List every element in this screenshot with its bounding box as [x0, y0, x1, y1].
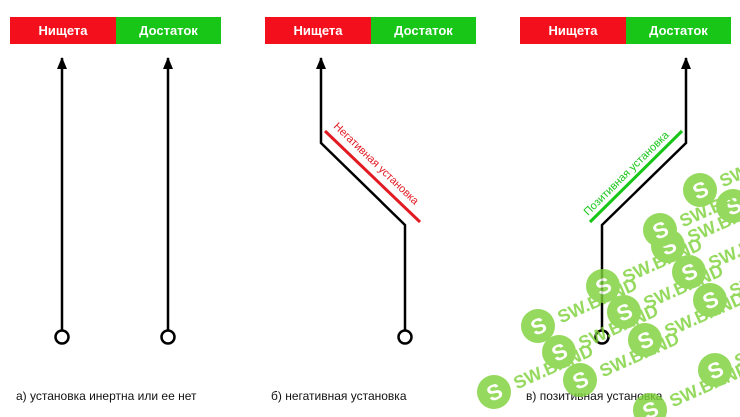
trajectory-diagram	[54, 57, 176, 345]
wealth-label: Достаток	[116, 17, 221, 44]
positive-trajectory	[600, 57, 691, 330]
start-point	[594, 329, 610, 345]
trajectory-diagram: Позитивная установка	[582, 57, 691, 345]
caption: а) установка инертна или ее нет	[16, 389, 197, 403]
caption: в) позитивная установка	[526, 389, 663, 403]
wealth-label: Достаток	[371, 17, 476, 44]
trajectory-diagram: Негативная установка	[316, 57, 422, 345]
panel-c: Нищета Достаток Позитивная установка в) …	[510, 0, 740, 417]
scale-bar: Нищета Достаток	[265, 17, 476, 44]
panel-b: Нищета Достаток Негативная установка б) …	[255, 0, 505, 417]
start-point-left	[54, 329, 70, 345]
scale-bar: Нищета Достаток	[520, 17, 731, 44]
poverty-label: Нищета	[520, 17, 626, 44]
positive-slope-label: Позитивная установка	[582, 129, 673, 219]
start-point-right	[160, 329, 176, 345]
negative-trajectory	[316, 57, 407, 330]
start-point	[397, 329, 413, 345]
positive-underline	[588, 129, 684, 224]
poverty-label: Нищета	[10, 17, 116, 44]
negative-underline	[323, 129, 422, 224]
scale-bar: Нищета Достаток	[10, 17, 221, 44]
panel-a: Нищета Достаток а) установка инертна или…	[0, 0, 250, 417]
poverty-label: Нищета	[265, 17, 371, 44]
caption: б) негативная установка	[271, 389, 407, 403]
wealth-label: Достаток	[626, 17, 731, 44]
